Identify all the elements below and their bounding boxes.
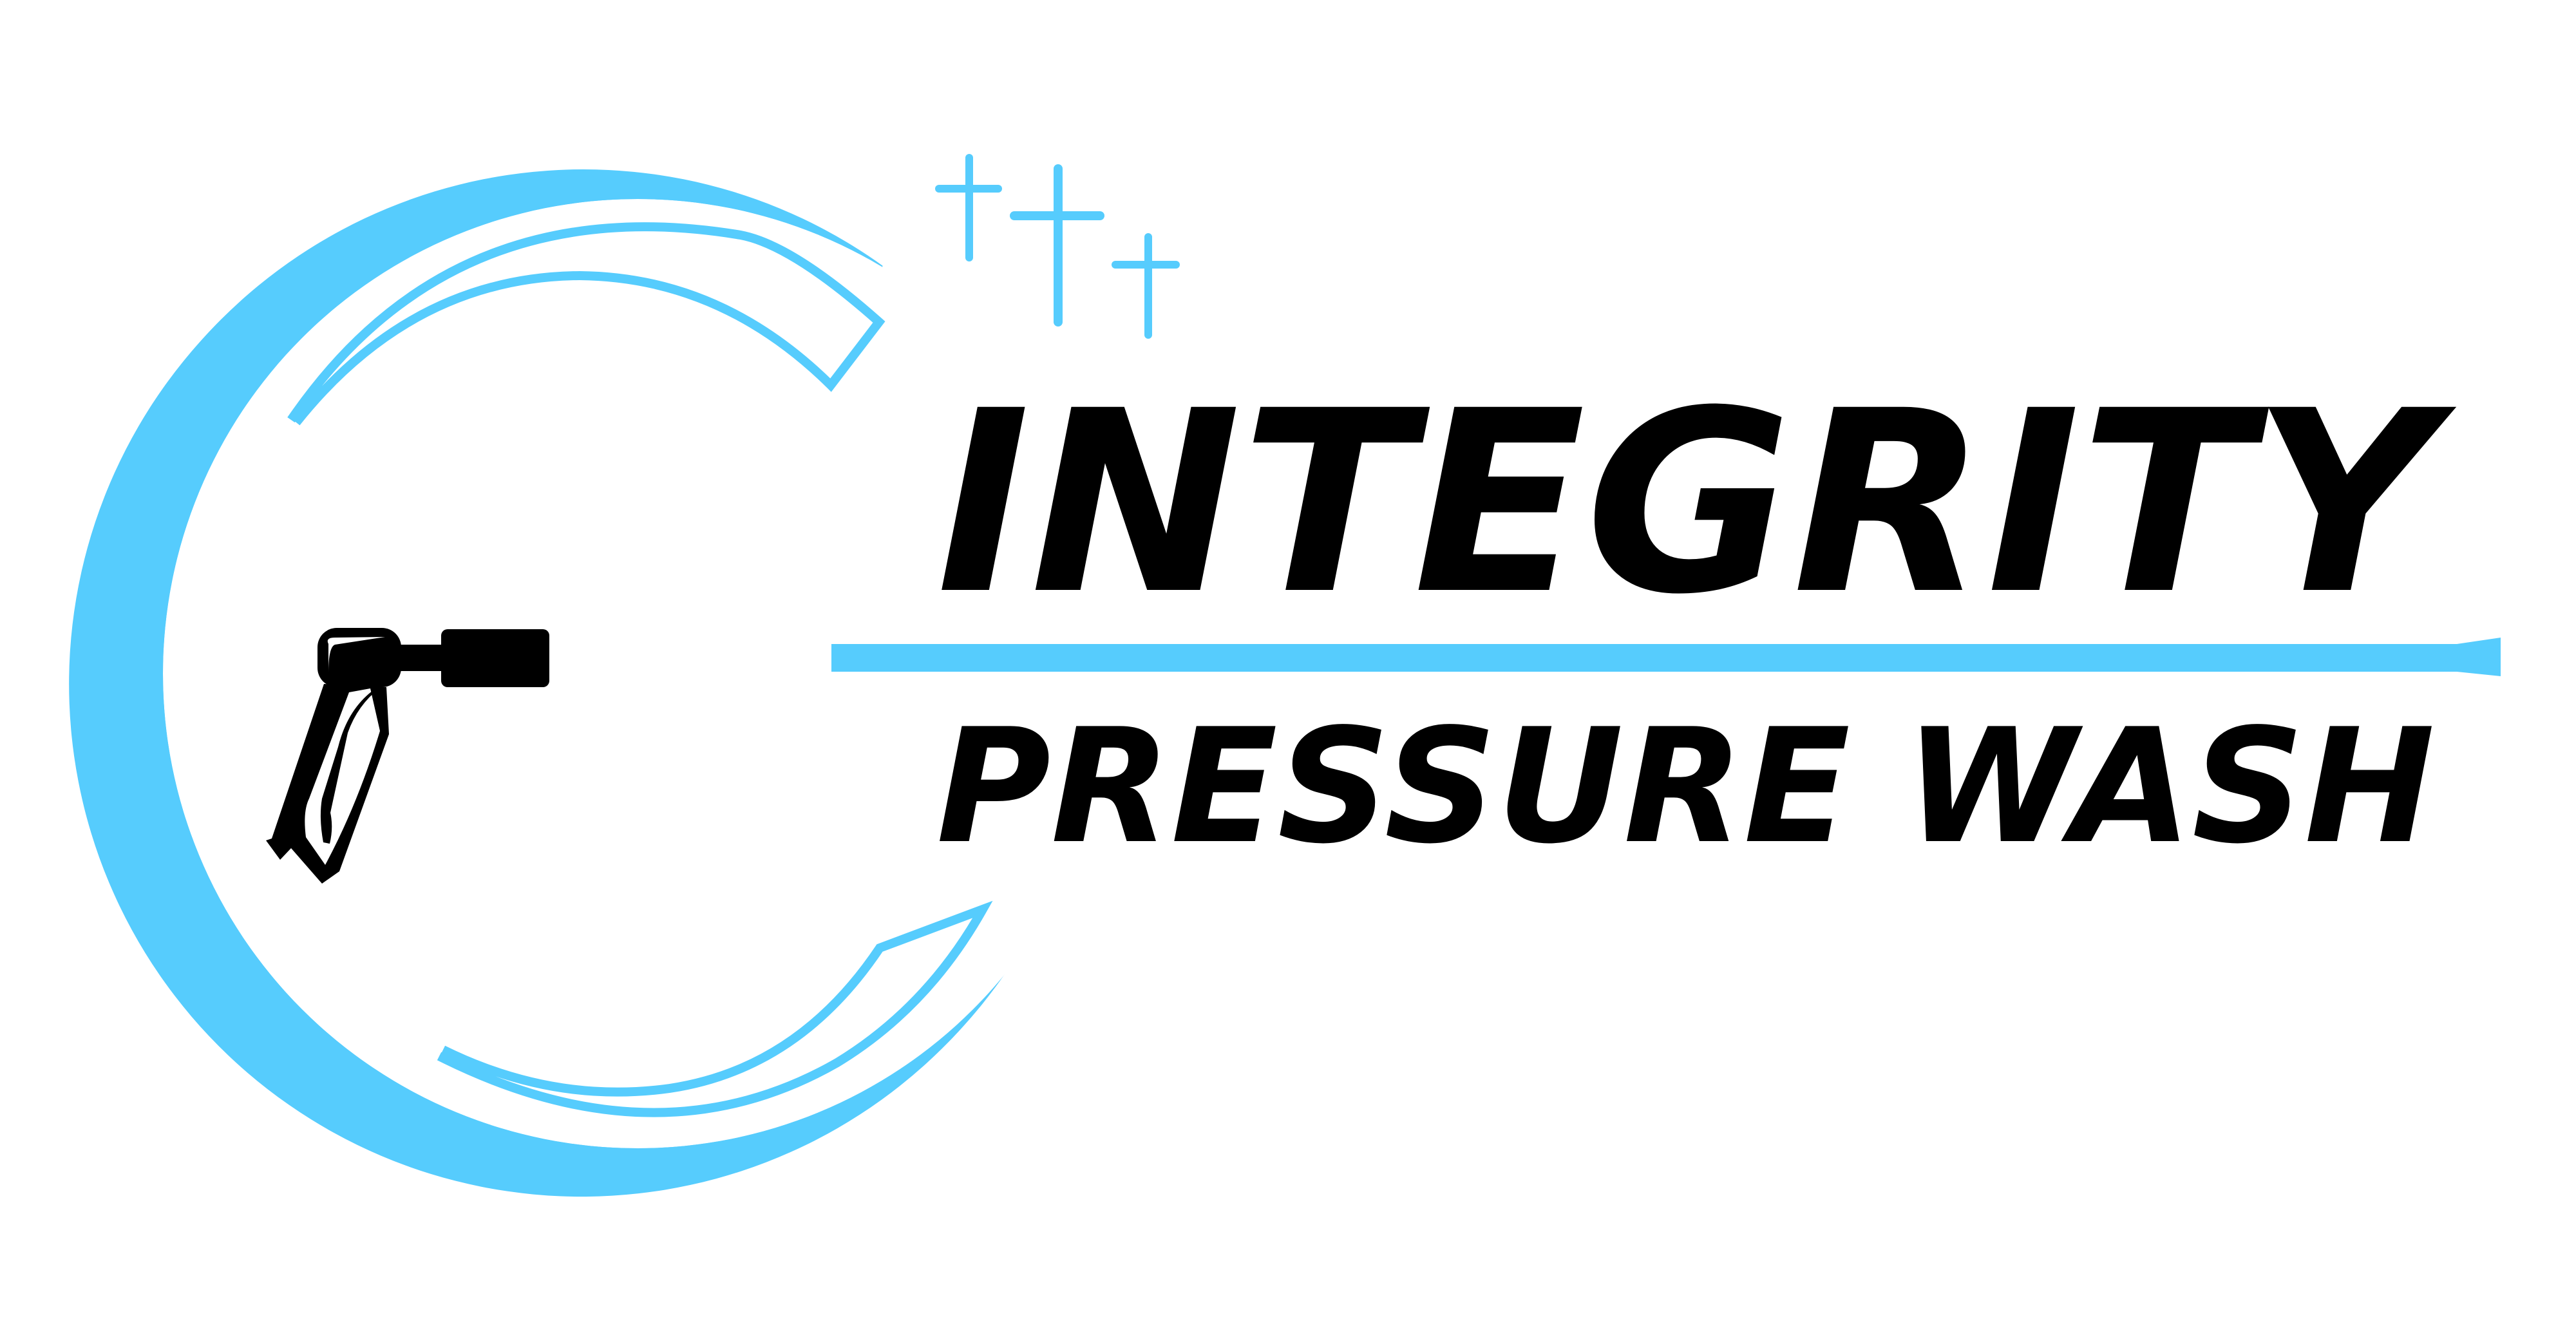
crescent-c-icon [69,169,1037,1197]
sparkle-cross-icon [1112,233,1180,339]
brand-title: INTEGRITY [936,357,2458,649]
swoosh-upper-icon [287,222,886,426]
sparkle-icons [935,154,1180,339]
swoosh-lower-icon [437,900,993,1117]
pressure-washer-gun-icon [266,628,549,884]
sparkle-cross-icon [1010,164,1104,327]
spray-line [831,638,2501,676]
brand-subtitle: PRESSURE WASH [936,695,2435,878]
sparkle-cross-icon [935,154,1002,261]
